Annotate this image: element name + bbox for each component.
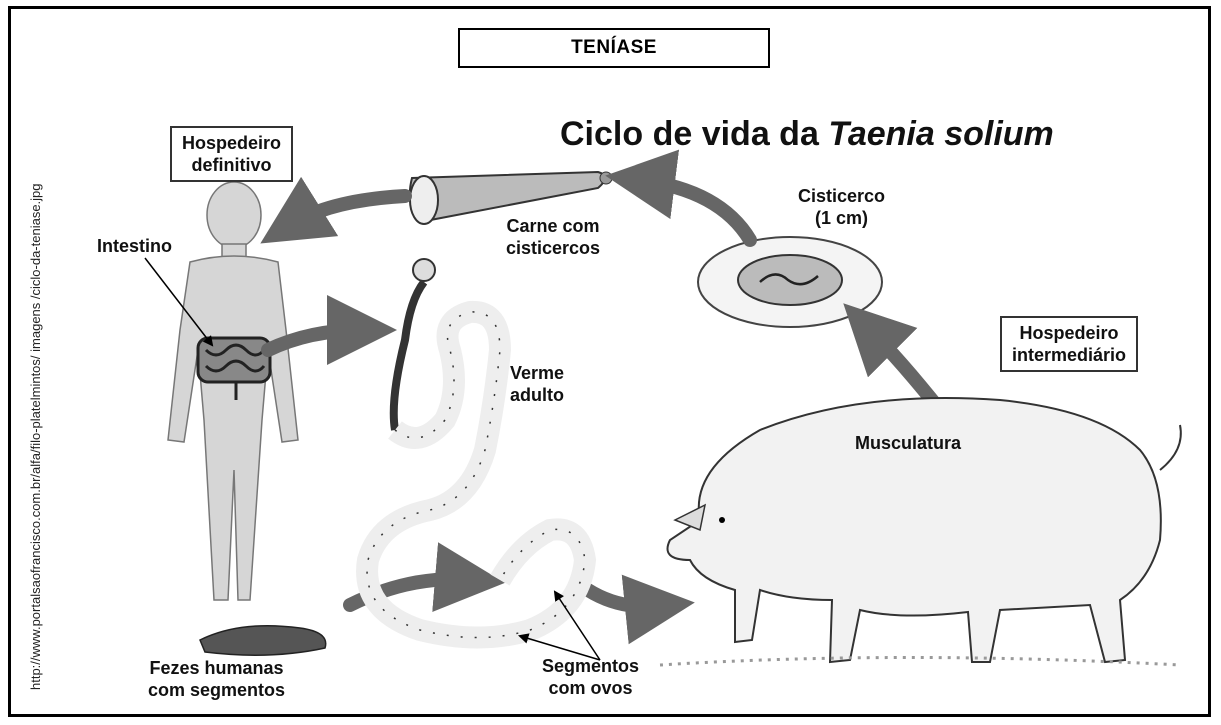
diagram-heading: Ciclo de vida da Taenia solium <box>560 115 1054 154</box>
heading-prefix: Ciclo de vida da <box>560 115 829 153</box>
cysticercus-line1: Cisticerco <box>798 186 886 206</box>
adult-worm-line1: Verme <box>510 363 565 383</box>
page-title: TENÍASE <box>458 28 770 68</box>
host-intermediate-line1: Hospedeiro <box>1019 323 1119 343</box>
feces-line1: Fezes humanas <box>149 658 284 678</box>
feces-icon <box>199 624 327 656</box>
human-figure <box>167 181 299 601</box>
host-intermediate-label: Hospedeiro intermediário <box>1000 316 1139 372</box>
source-url: http://www.portalsaofrancisco.com.br/alf… <box>28 183 43 690</box>
adult-worm-label: Verme adulto <box>510 362 564 406</box>
feces-line2: com segmentos <box>148 680 286 700</box>
meat-label: Carne com cisticercos <box>506 215 600 259</box>
cysticercus-icon <box>697 236 883 328</box>
adult-worm-icon <box>356 258 597 649</box>
cysticercus-line2: (1 cm) <box>815 208 869 228</box>
musculature-label: Musculatura <box>855 433 962 453</box>
host-definitive-label: Hospedeiro definitivo <box>170 126 294 182</box>
segments-line2: com ovos <box>548 678 633 698</box>
meat-line1: Carne com <box>506 216 600 236</box>
meat-line2: cisticercos <box>506 238 601 258</box>
cysticercus-label: Cisticerco (1 cm) <box>798 185 885 229</box>
diagram-frame <box>8 6 1211 717</box>
adult-worm-line2: adulto <box>510 385 565 405</box>
host-definitive-line2: definitivo <box>191 155 272 175</box>
intestine-label: Intestino <box>97 236 172 256</box>
feces-label: Fezes humanas com segmentos <box>148 657 285 701</box>
species-name: Taenia solium <box>828 115 1054 153</box>
host-intermediate-line2: intermediário <box>1012 345 1127 365</box>
ground <box>659 656 1181 667</box>
segments-line1: Segmentos <box>542 656 640 676</box>
pig-icon <box>666 397 1182 664</box>
segments-label: Segmentos com ovos <box>542 655 639 699</box>
host-definitive-line1: Hospedeiro <box>182 133 282 153</box>
intestine-icon <box>196 336 272 400</box>
